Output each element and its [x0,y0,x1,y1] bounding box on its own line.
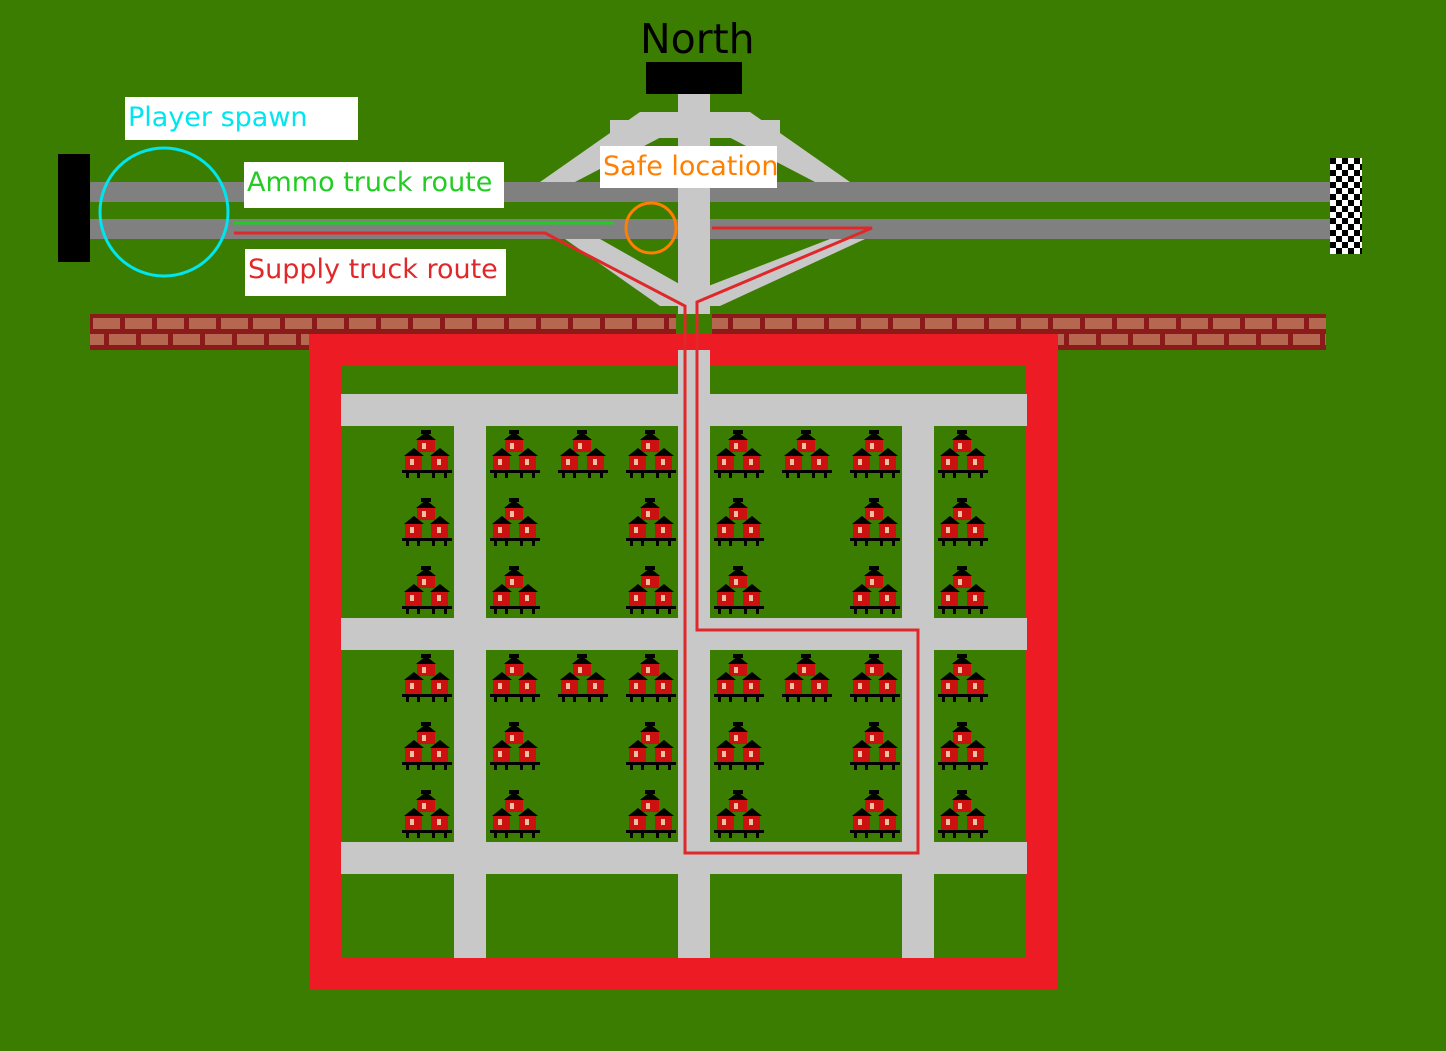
house-icon [402,790,452,838]
house-icon [402,722,452,770]
house-icon [626,654,676,702]
player-spawn-label: Player spawn [125,97,358,140]
house-icon [490,566,540,614]
house-icon [626,566,676,614]
house-icon [714,790,764,838]
house-icon [402,498,452,546]
safe-location-label: Safe location [600,146,779,188]
house-icon [850,566,900,614]
house-icon [626,722,676,770]
house-icon [490,430,540,478]
house-icon [402,566,452,614]
house-icon [938,654,988,702]
supply-route-label: Supply truck route [245,249,506,296]
house-icon [558,654,608,702]
house-icon [714,498,764,546]
house-icon [782,430,832,478]
house-icon [402,654,452,702]
house-icon [626,498,676,546]
north-gate-marker [646,62,742,94]
house-icon [490,654,540,702]
house-icon [850,790,900,838]
house-icon [490,790,540,838]
house-icon [850,654,900,702]
house-icon [626,790,676,838]
house-icon [402,430,452,478]
house-icon [850,498,900,546]
house-icon [938,790,988,838]
west-gate-marker [58,154,90,262]
house-icon [938,566,988,614]
house-icon [938,498,988,546]
house-icon [938,722,988,770]
house-icon [850,722,900,770]
house-icon [558,430,608,478]
house-icon [714,722,764,770]
finish-flag-icon [1330,158,1362,254]
house-icon [490,722,540,770]
house-icon [714,430,764,478]
house-icon [850,430,900,478]
safe-location-marker [624,201,678,255]
north-label: North [640,15,755,63]
ammo-route-label: Ammo truck route [244,162,504,208]
house-icon [714,566,764,614]
house-icon [490,498,540,546]
house-icon [938,430,988,478]
supply-truck-route-west [234,226,920,855]
player-spawn-marker [98,146,230,278]
house-icon [714,654,764,702]
house-icon [626,430,676,478]
house-icon [782,654,832,702]
